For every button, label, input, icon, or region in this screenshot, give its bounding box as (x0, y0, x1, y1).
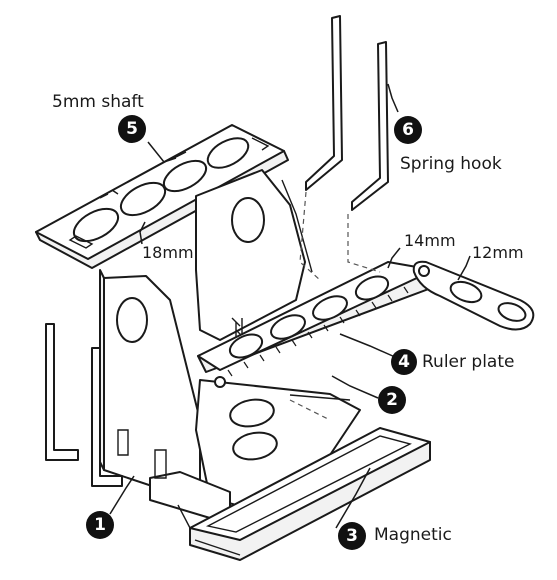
lower-hole-1 (229, 398, 275, 428)
label-5mm-shaft: 5mm shaft (52, 92, 144, 112)
badge-2-number: 2 (386, 390, 398, 410)
ruler-scale (227, 279, 425, 377)
label-ruler-plate: Ruler plate (422, 352, 514, 372)
ruler-hole-1 (228, 333, 264, 359)
ruler-pivot (214, 376, 226, 388)
label-18mm: 18mm (142, 243, 194, 262)
ruler-hole-4 (354, 275, 390, 301)
badge-6-number: 6 (402, 120, 414, 140)
side-hole-left (116, 297, 148, 343)
ruler-hole-3 (312, 295, 348, 321)
side-hole-back (231, 197, 265, 243)
badge-1: 1 (86, 511, 114, 539)
gauge-hole-1 (449, 280, 483, 304)
top-hole-4 (206, 137, 250, 169)
gauge-hole-2 (497, 302, 527, 322)
badge-1-number: 1 (94, 515, 106, 535)
lower-hole-2 (232, 431, 278, 461)
label-12mm: 12mm (472, 243, 524, 262)
ruler-plate (197, 261, 443, 388)
gauge-plate (412, 260, 535, 331)
badge-4-number: 4 (398, 352, 410, 372)
assembly-guides (289, 191, 381, 421)
badge-5: 5 (118, 115, 146, 143)
badge-4: 4 (391, 349, 417, 375)
top-plate (35, 124, 289, 269)
ruler-hole-2 (270, 314, 306, 340)
badge-3-number: 3 (346, 526, 358, 546)
badge-2: 2 (378, 386, 406, 414)
spring-hooks (45, 15, 389, 487)
label-magnetic: Magnetic (374, 525, 452, 545)
magnetic-tray (177, 427, 431, 561)
badge-6: 6 (394, 116, 422, 144)
leader-lines (109, 83, 471, 529)
label-spring-hook: Spring hook (400, 154, 502, 174)
label-14mm: 14mm (404, 231, 456, 250)
badge-5-number: 5 (126, 119, 138, 139)
top-hole-3 (162, 159, 208, 193)
badge-3: 3 (338, 522, 366, 550)
